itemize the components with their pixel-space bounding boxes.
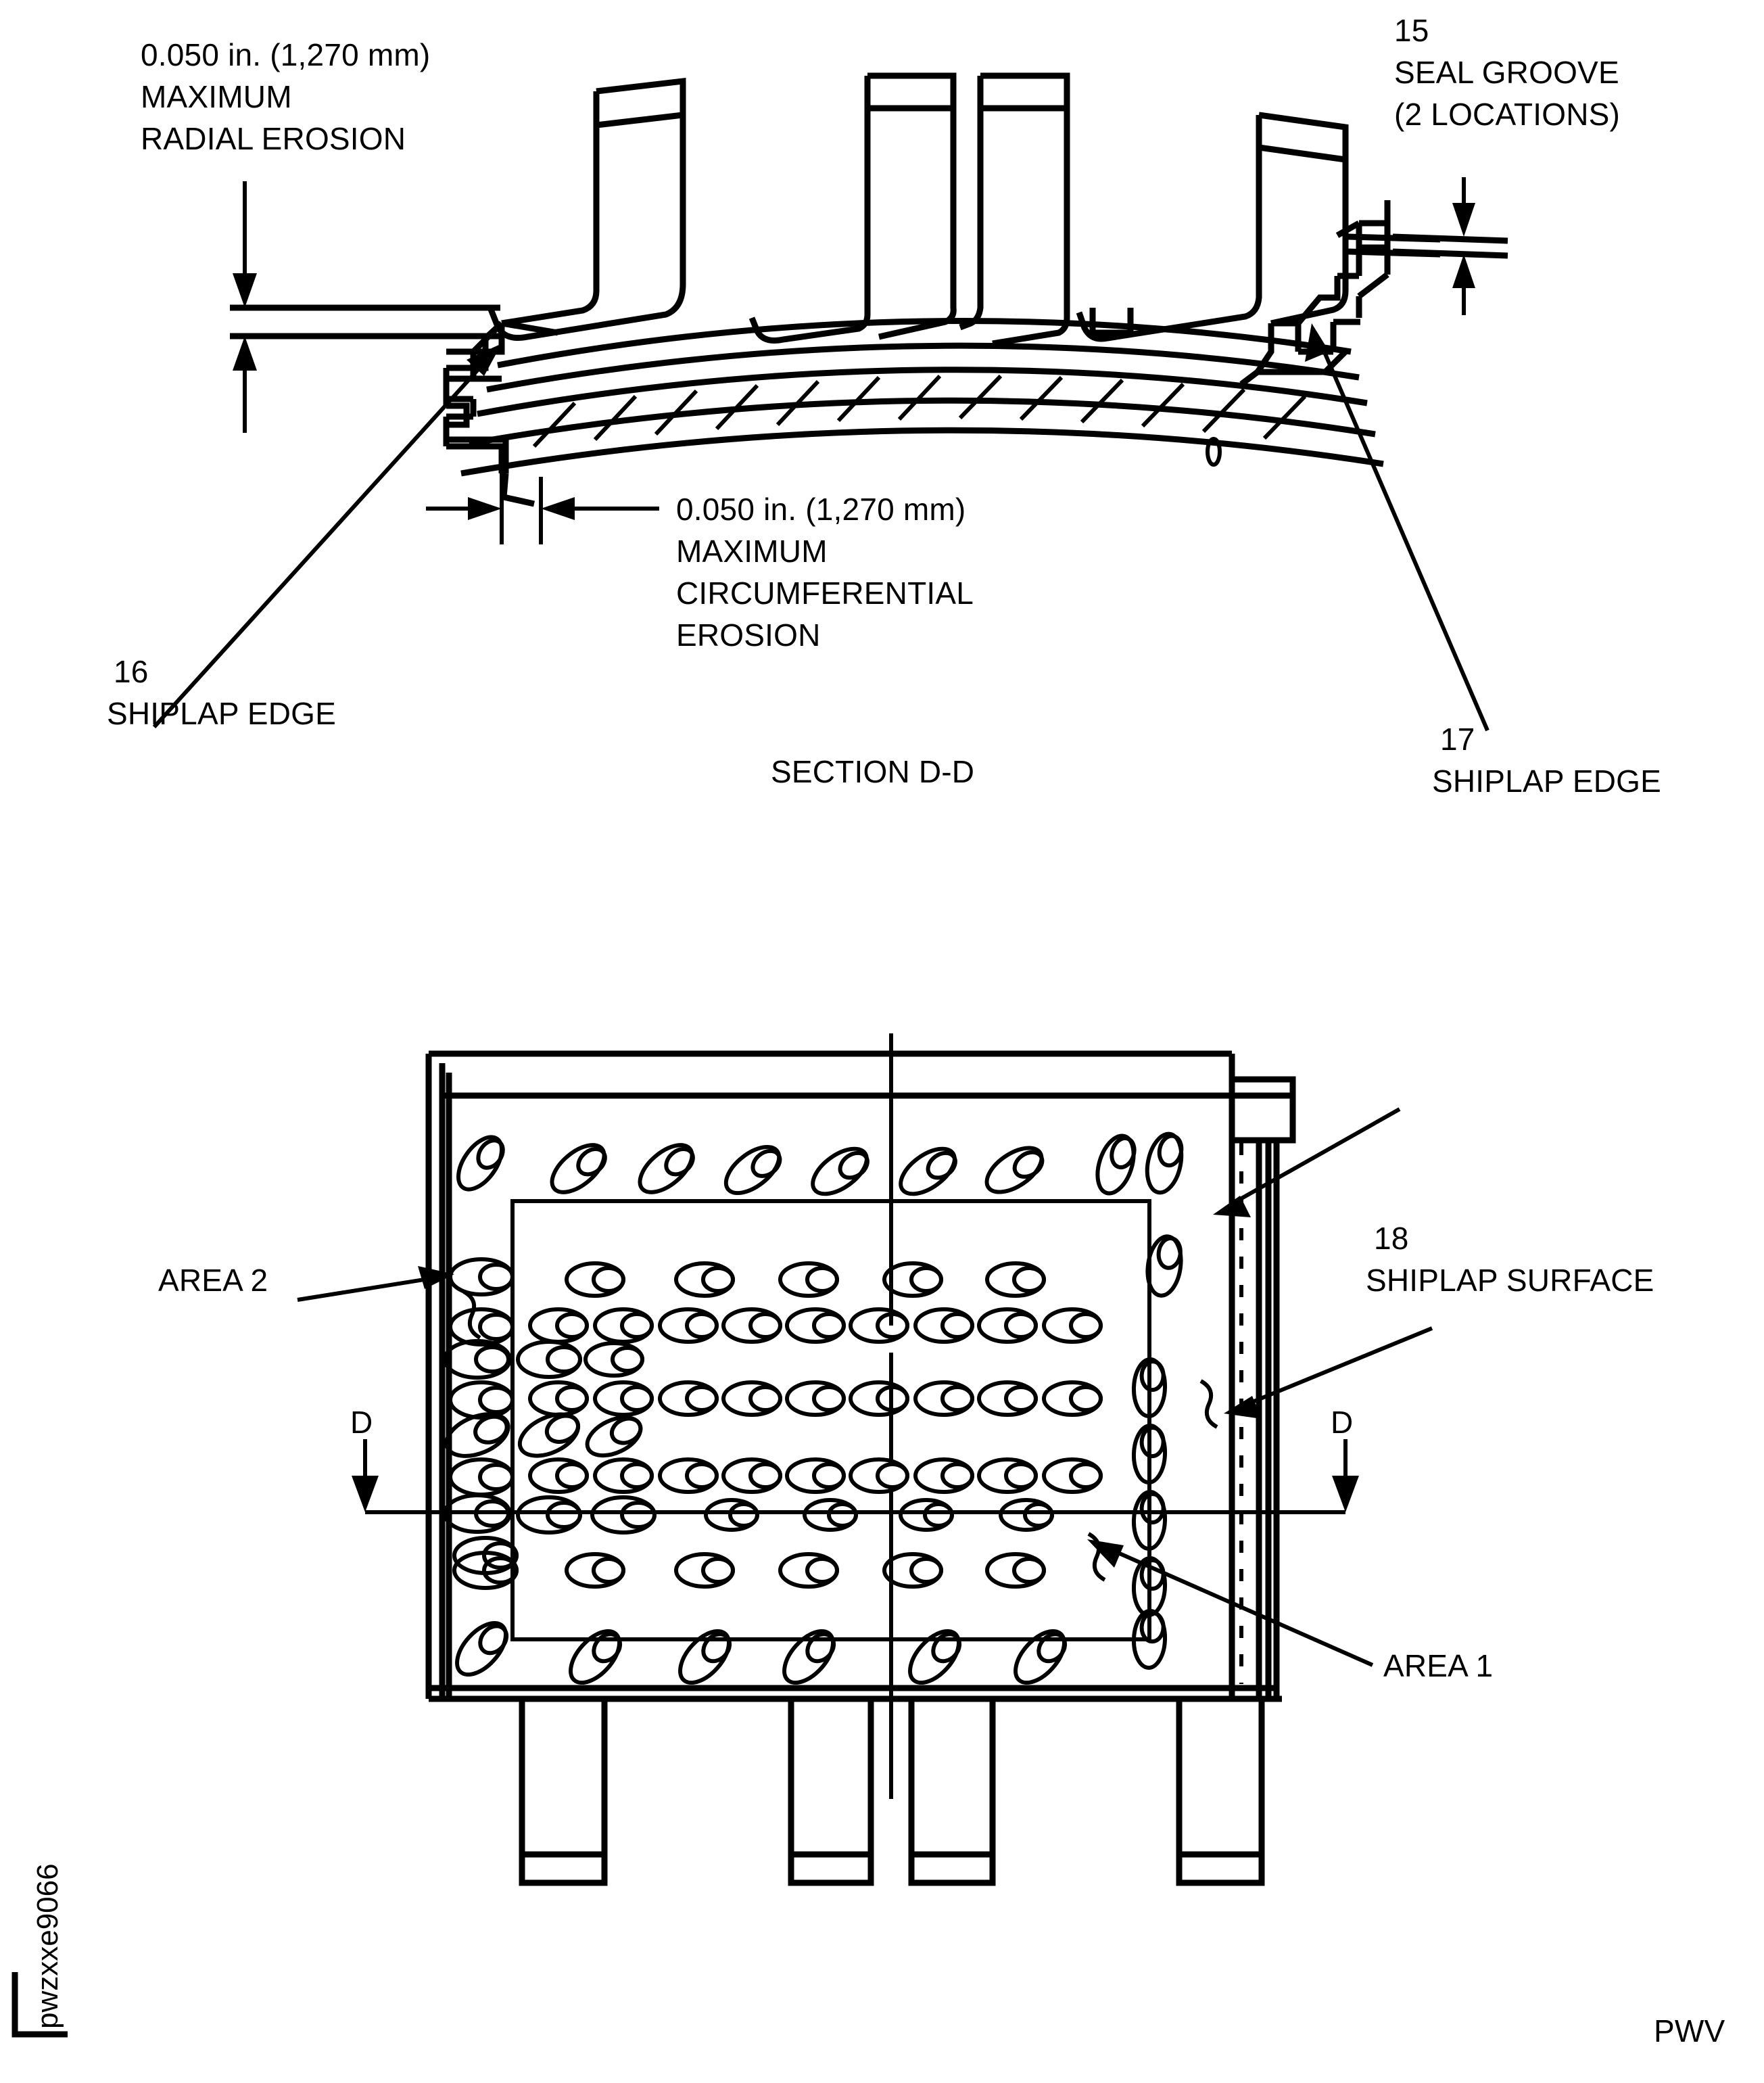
- leader-area-1: [1087, 1539, 1374, 1667]
- leader-item-17-plan: [1213, 1107, 1401, 1217]
- hole-row-inner-3: [516, 1340, 644, 1379]
- item-15-number: 15: [1394, 13, 1429, 48]
- item-18-label: SHIPLAP SURFACE: [1366, 1263, 1654, 1298]
- platform-section-hatching: [532, 374, 1307, 448]
- platform-pin-detail: [1206, 437, 1222, 467]
- hole-column-left: [443, 1257, 519, 1575]
- circumferential-erosion-arrow-left: [541, 497, 659, 520]
- hole-row-on-section-line: [452, 1551, 1046, 1590]
- plan-view: [297, 1033, 1433, 1886]
- area-break-symbols: [462, 1290, 1218, 1582]
- item-16-number: 16: [114, 654, 149, 689]
- hole-row-inner-6: [528, 1457, 1103, 1494]
- area-1-squiggle: [1087, 1532, 1106, 1582]
- section-marker-d-right: [1332, 1439, 1359, 1512]
- leader-item-16: [152, 344, 502, 729]
- area-1-label: AREA 1: [1383, 1648, 1494, 1683]
- hole-row-inner-5: [517, 1412, 643, 1458]
- cooling-hole-field: [443, 1131, 1184, 1685]
- item-18-number: 18: [1374, 1221, 1409, 1256]
- hole-row-bottom: [455, 1620, 1068, 1685]
- section-title: SECTION D-D: [771, 754, 975, 789]
- section-cut-letter-left: D: [350, 1405, 373, 1440]
- hole-column-right: [1131, 1131, 1184, 1670]
- plan-outer-body: [425, 1050, 1282, 1702]
- area-2-squiggle: [462, 1290, 481, 1340]
- platform-arcs: [460, 318, 1384, 477]
- seal-groove-arrow-down: [1452, 177, 1475, 237]
- plan-right-boss: [1232, 1076, 1296, 1144]
- sheet-owner: PWV: [1654, 2013, 1725, 2049]
- section-marker-d-left: [352, 1439, 379, 1512]
- shiplap-surface-squiggle: [1199, 1379, 1218, 1429]
- section-cut-letter-right: D: [1331, 1405, 1354, 1440]
- platform-notch: [1089, 308, 1134, 336]
- sheet-corner-bracket: [11, 1972, 68, 2038]
- seal-groove-arrow-up: [1452, 254, 1475, 315]
- section-dd-cross-section: [152, 72, 1508, 732]
- hole-row-inner-2: [528, 1307, 1103, 1344]
- item-17-number: 17: [1440, 722, 1475, 757]
- radial-erosion-callout-line3: RADIAL EROSION: [141, 121, 406, 156]
- radial-erosion-callout-line1: 0.050 in. (1,270 mm): [141, 37, 431, 72]
- hole-row-inner-1: [565, 1261, 1046, 1298]
- item-15-label-line2: (2 LOCATIONS): [1394, 97, 1621, 132]
- radial-erosion-arrow-up: [233, 336, 257, 433]
- leader-item-17: [1305, 323, 1489, 732]
- seal-groove-slot: [1348, 233, 1508, 259]
- radial-erosion-arrow-down: [233, 181, 257, 308]
- leader-area-2: [297, 1266, 454, 1302]
- hole-row-inner-7: [516, 1495, 1054, 1535]
- circumferential-erosion-callout-line4: EROSION: [676, 617, 821, 653]
- radial-erosion-reference-lines: [230, 304, 500, 340]
- leader-item-18: [1224, 1326, 1433, 1419]
- circumferential-erosion-callout-line2: MAXIMUM: [676, 534, 828, 569]
- section-rails: [487, 72, 1349, 347]
- radial-erosion-callout-line2: MAXIMUM: [141, 79, 292, 114]
- circumferential-extension-lines: [500, 473, 543, 544]
- circumferential-erosion-callout-line3: CIRCUMFERENTIAL: [676, 576, 974, 611]
- sheet-code: pwzxxe9066: [31, 1863, 64, 2029]
- item-15-label-line1: SEAL GROOVE: [1394, 55, 1619, 90]
- item-17-label: SHIPLAP EDGE: [1432, 764, 1662, 799]
- plan-bottom-feet: [519, 1699, 1265, 1886]
- area-2-label: AREA 2: [158, 1263, 268, 1298]
- hole-row-inner-4: [528, 1380, 1103, 1417]
- item-16-label: SHIPLAP EDGE: [107, 696, 337, 731]
- circumferential-erosion-callout-line1: 0.050 in. (1,270 mm): [676, 492, 966, 527]
- circumferential-erosion-arrow-right: [426, 497, 502, 520]
- hole-row-top: [456, 1133, 1137, 1196]
